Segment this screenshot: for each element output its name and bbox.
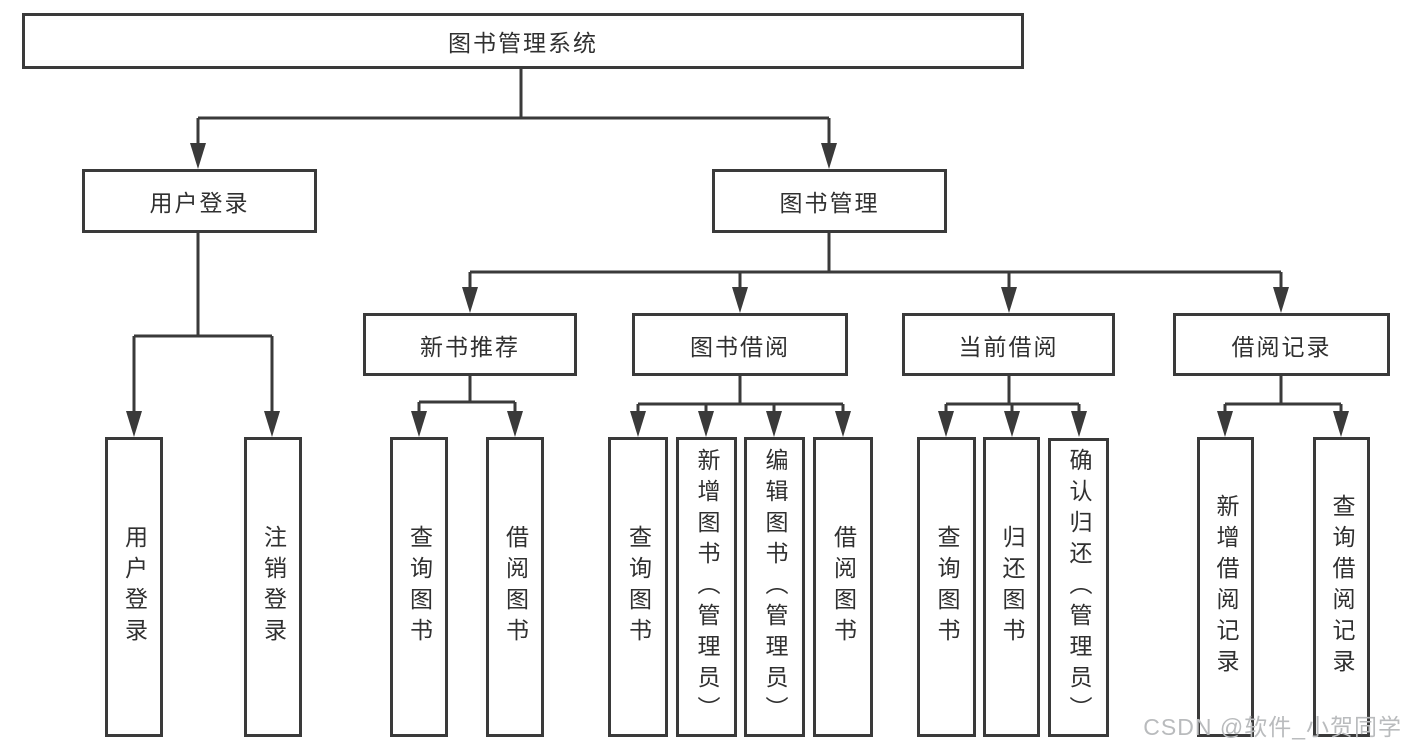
- leaf-query-books-2: 查询图书: [608, 437, 668, 737]
- arrowhead-icon: [1004, 411, 1020, 437]
- arrowhead-icon: [630, 411, 646, 437]
- arrowhead-icon: [1217, 411, 1233, 437]
- node-book-borrow: 图书借阅: [632, 313, 848, 376]
- leaf-add-borrow-record: 新增借阅记录: [1197, 437, 1254, 737]
- arrowhead-icon: [821, 143, 837, 169]
- node-root-library-management-system: 图书管理系统: [22, 13, 1024, 69]
- arrowhead-icon: [462, 287, 478, 313]
- leaf-label: 借阅图书: [502, 525, 529, 649]
- arrowhead-icon: [732, 287, 748, 313]
- leaf-user-login: 用户登录: [105, 437, 163, 737]
- csdn-watermark: CSDN @软件_小贺同学: [1143, 714, 1402, 740]
- leaf-label: 新增借阅记录: [1213, 494, 1239, 680]
- tree-edges: [132, 69, 1343, 414]
- leaf-label: 查询图书: [625, 525, 652, 649]
- leaf-return-books: 归还图书: [983, 437, 1040, 737]
- leaf-logout: 注销登录: [244, 437, 302, 737]
- leaf-query-books-3: 查询图书: [917, 437, 976, 737]
- arrowhead-icon: [766, 411, 782, 437]
- arrowhead-icon: [190, 143, 206, 169]
- arrowhead-icon: [1273, 287, 1289, 313]
- arrowhead-icon: [264, 411, 280, 437]
- leaf-label: 确认归还（管理员）: [1066, 448, 1092, 727]
- leaf-add-books-admin: 新增图书（管理员）: [676, 437, 737, 737]
- arrowhead-icon: [507, 411, 523, 437]
- arrowhead-icon: [698, 411, 714, 437]
- node-borrow-records: 借阅记录: [1173, 313, 1390, 376]
- leaf-label: 借阅图书: [830, 525, 857, 649]
- leaf-label: 编辑图书（管理员）: [762, 447, 788, 727]
- leaf-label: 注销登录: [260, 525, 287, 649]
- leaf-query-books-1: 查询图书: [390, 437, 448, 737]
- arrowhead-icon: [835, 411, 851, 437]
- leaf-label: 用户登录: [121, 525, 148, 649]
- leaf-label: 查询图书: [934, 525, 960, 649]
- arrowhead-icon: [938, 411, 954, 437]
- leaf-edit-books-admin: 编辑图书（管理员）: [744, 437, 805, 737]
- leaf-label: 归还图书: [999, 525, 1025, 649]
- leaf-borrow-books-1: 借阅图书: [486, 437, 544, 737]
- leaf-query-borrow-record: 查询借阅记录: [1313, 437, 1370, 737]
- leaf-confirm-return-admin: 确认归还（管理员）: [1048, 438, 1109, 737]
- arrowhead-icon: [1333, 411, 1349, 437]
- arrowhead-icon: [1071, 411, 1087, 437]
- arrowhead-icon: [1001, 287, 1017, 313]
- leaf-borrow-books-2: 借阅图书: [813, 437, 873, 737]
- node-user-login: 用户登录: [82, 169, 317, 233]
- leaf-label: 查询借阅记录: [1329, 494, 1355, 680]
- leaf-label: 查询图书: [406, 525, 433, 649]
- node-new-book-recommend: 新书推荐: [363, 313, 577, 376]
- arrowhead-icon: [126, 411, 142, 437]
- node-current-borrow: 当前借阅: [902, 313, 1115, 376]
- node-book-management: 图书管理: [712, 169, 947, 233]
- arrowhead-icon: [411, 411, 427, 437]
- leaf-label: 新增图书（管理员）: [694, 447, 720, 727]
